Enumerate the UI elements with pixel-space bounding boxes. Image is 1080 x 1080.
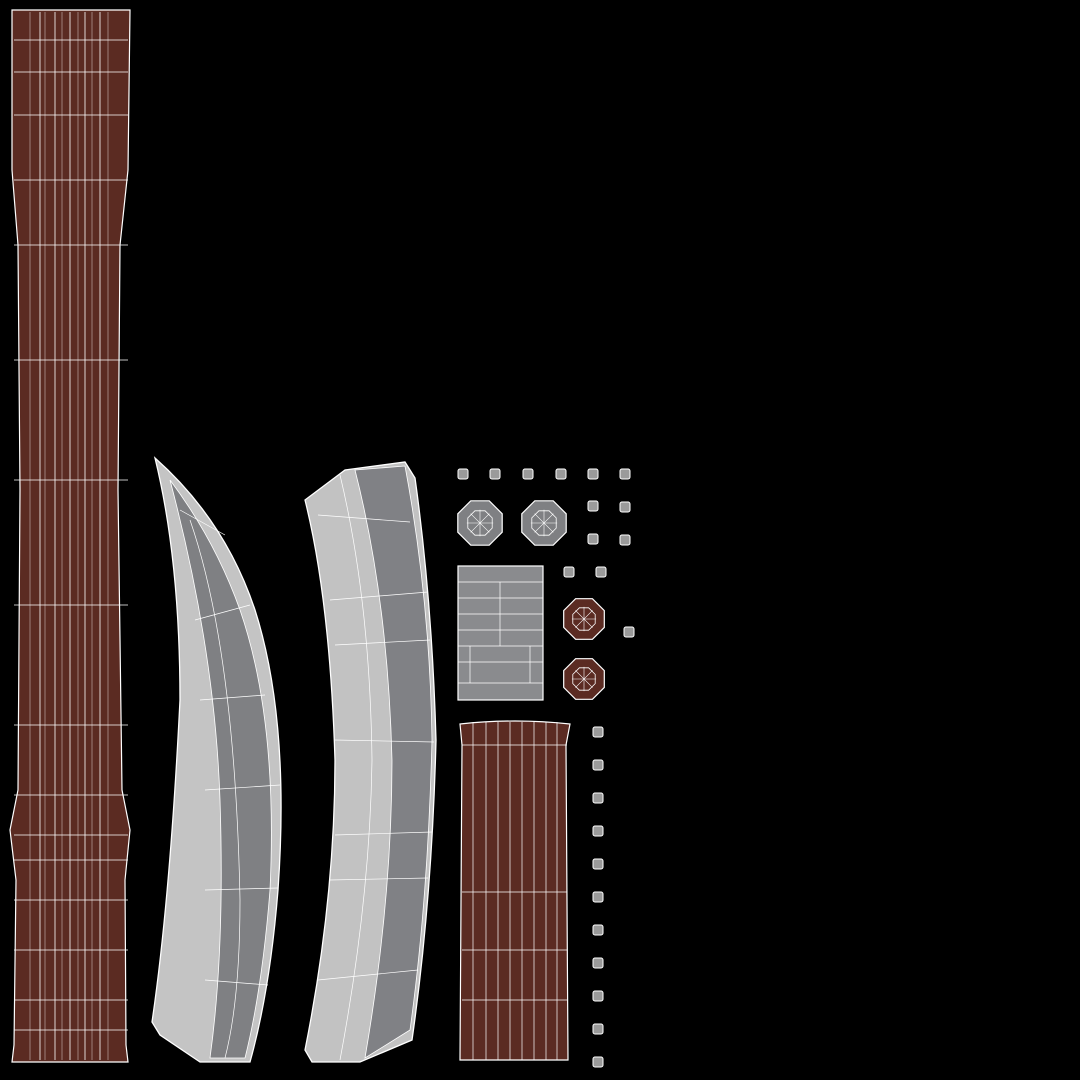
small-square-island <box>592 1023 604 1035</box>
small-square-island <box>592 990 604 1002</box>
small-square-island <box>592 858 604 870</box>
wire-line <box>534 513 554 533</box>
small-square-island <box>592 891 604 903</box>
small-square-island <box>592 792 604 804</box>
small-square-island <box>457 468 469 480</box>
small-square-island <box>592 957 604 969</box>
small-square-island <box>587 533 599 545</box>
small-square-island <box>587 500 599 512</box>
octagon-wood-island-inner <box>572 607 596 631</box>
octagon-gray-island-inner <box>467 510 493 536</box>
small-square-island <box>592 759 604 771</box>
small-square-island <box>592 1056 604 1068</box>
small-square-island <box>619 501 631 513</box>
small-square-island <box>592 924 604 936</box>
wire-line <box>470 513 490 533</box>
small-square-island <box>587 468 599 480</box>
small-square-island <box>555 468 567 480</box>
small-square-island <box>619 468 631 480</box>
small-square-island <box>522 468 534 480</box>
octagon-wood-island-inner <box>572 667 596 691</box>
handle-island <box>9 9 131 1063</box>
small-square-island <box>563 566 575 578</box>
small-parts-group <box>457 468 635 1068</box>
grid-rect-island <box>457 565 544 701</box>
blade-right-island <box>304 461 437 1063</box>
small-square-island <box>489 468 501 480</box>
small-square-island <box>592 825 604 837</box>
grip-island <box>459 720 571 1061</box>
wire-line <box>575 670 593 688</box>
small-square-island <box>592 726 604 738</box>
small-square-island <box>619 534 631 546</box>
blade-left-island <box>151 456 282 1063</box>
small-square-island <box>595 566 607 578</box>
small-square-island <box>623 626 635 638</box>
octagon-gray-island-inner <box>531 510 557 536</box>
wire-line <box>575 610 593 628</box>
